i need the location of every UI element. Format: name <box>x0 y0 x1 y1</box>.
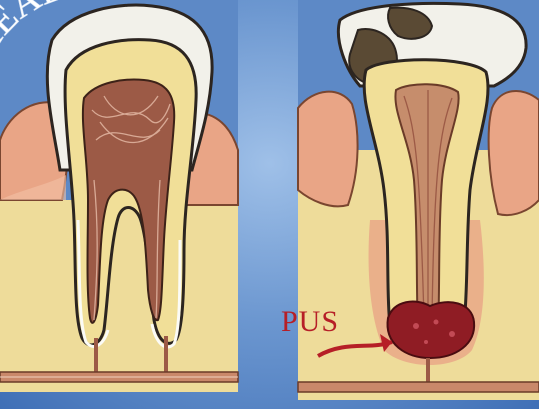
infected-tooth-panel <box>298 0 539 400</box>
healthy-tooth-panel <box>0 0 238 392</box>
healthy-bone <box>0 200 238 392</box>
infected-gum-right <box>489 91 539 215</box>
infected-gum-left <box>298 92 358 207</box>
pus-label: PUS <box>281 307 339 337</box>
pus-abscess <box>388 302 475 358</box>
infected-nerve-bundle <box>298 382 539 392</box>
